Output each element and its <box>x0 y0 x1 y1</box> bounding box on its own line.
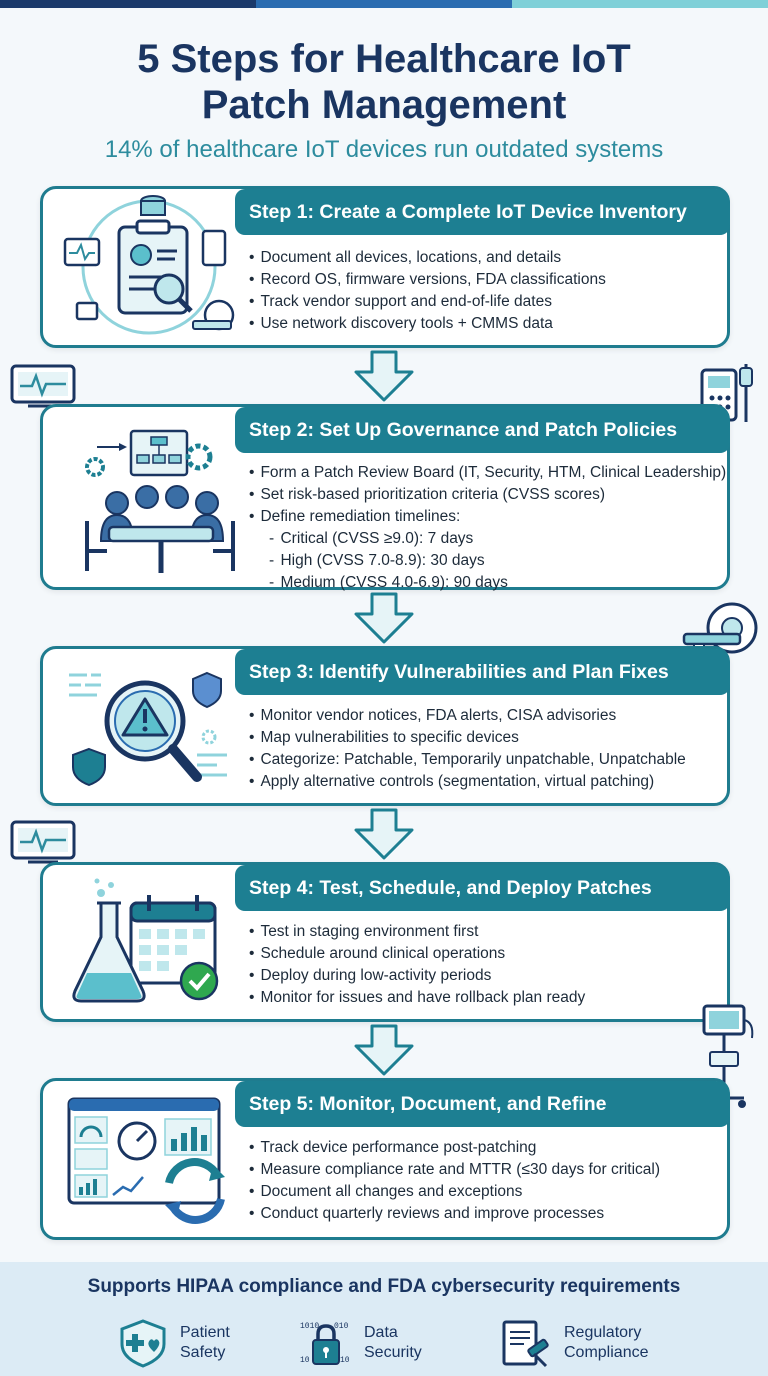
page-title: 5 Steps for Healthcare IoT Patch Managem… <box>0 36 768 128</box>
bullet-item: Record OS, firmware versions, FDA classi… <box>249 269 719 291</box>
bullet-item: Define remediation timelines: <box>249 506 719 528</box>
inventory-illustration-icon <box>63 195 235 335</box>
page-subtitle: 14% of healthcare IoT devices run outdat… <box>104 136 664 163</box>
badge-label-line1: Regulatory <box>564 1324 642 1341</box>
badge-label: Data Security <box>364 1323 464 1363</box>
step-5-title: Step 5: Monitor, Document, and Refine <box>235 1081 730 1127</box>
down-arrow-icon <box>354 350 414 402</box>
down-arrow-icon <box>354 1024 414 1076</box>
step-1-card: Step 1: Create a Complete IoT Device Inv… <box>40 186 730 348</box>
step-3-title: Step 3: Identify Vulnerabilities and Pla… <box>235 649 730 695</box>
badge-label-line2: Safety <box>180 1344 226 1361</box>
step-5-bullets: Track device performance post-patching M… <box>249 1137 719 1225</box>
bullet-item: Monitor for issues and have rollback pla… <box>249 987 719 1009</box>
svg-text:10: 10 <box>340 1356 350 1365</box>
badge-regulatory-compliance: Regulatory Compliance <box>500 1318 664 1368</box>
badge-patient-safety: Patient Safety <box>116 1318 280 1368</box>
bullet-item: Measure compliance rate and MTTR (≤30 da… <box>249 1159 719 1181</box>
svg-text:1010: 1010 <box>300 1322 319 1331</box>
badge-label: Patient Safety <box>180 1323 280 1363</box>
svg-text:010: 010 <box>334 1322 349 1331</box>
badge-label-line2: Compliance <box>564 1344 649 1361</box>
bullet-item: Form a Patch Review Board (IT, Security,… <box>249 462 726 484</box>
badge-label-line1: Data <box>364 1324 398 1341</box>
bullet-item: Document all devices, locations, and det… <box>249 247 719 269</box>
bullet-item: Document all changes and exceptions <box>249 1181 719 1203</box>
title-line-1: 5 Steps for Healthcare IoT <box>137 37 631 81</box>
badge-label-line2: Security <box>364 1344 422 1361</box>
step-1-bullets: Document all devices, locations, and det… <box>249 247 719 335</box>
shield-heart-icon <box>120 1319 166 1368</box>
sub-bullet-item: Critical (CVSS ≥9.0): 7 days <box>249 528 719 550</box>
bullet-item: Track vendor support and end-of-life dat… <box>249 291 719 313</box>
step-1-title: Step 1: Create a Complete IoT Device Inv… <box>235 189 730 235</box>
sub-bullet-item: Medium (CVSS 4.0-6.9): 90 days <box>249 572 719 594</box>
down-arrow-icon <box>354 592 414 644</box>
test-schedule-illustration-icon <box>72 878 219 1003</box>
bullet-item: Schedule around clinical operations <box>249 943 719 965</box>
bullet-item: Track device performance post-patching <box>249 1137 719 1159</box>
bullet-item: Test in staging environment first <box>249 921 719 943</box>
bullet-item: Deploy during low-activity periods <box>249 965 719 987</box>
padlock-binary-icon: 1010 010 10 10 <box>300 1322 350 1365</box>
sub-bullet-item: High (CVSS 7.0-8.9): 30 days <box>249 550 719 572</box>
step-2-bullets: Form a Patch Review Board (IT, Security,… <box>249 462 726 594</box>
bullet-item: Use network discovery tools + CMMS data <box>249 313 719 335</box>
svg-text:10: 10 <box>300 1356 310 1365</box>
down-arrow-icon <box>354 808 414 860</box>
bullet-item: Set risk-based prioritization criteria (… <box>249 484 719 506</box>
badge-label-line1: Patient <box>180 1324 230 1341</box>
governance-meeting-illustration-icon <box>85 429 235 573</box>
badge-data-security: 1010 010 10 10 Data Security <box>298 1318 464 1368</box>
monitor-device-icon <box>10 364 76 408</box>
step-3-card: Step 3: Identify Vulnerabilities and Pla… <box>40 646 730 806</box>
monitor-device-icon <box>10 820 76 864</box>
badge-label: Regulatory Compliance <box>564 1323 664 1363</box>
monitoring-dashboard-illustration-icon <box>67 1097 225 1224</box>
step-4-bullets: Test in staging environment first Schedu… <box>249 921 719 1009</box>
bullet-item: Categorize: Patchable, Temporarily unpat… <box>249 749 719 771</box>
title-line-2: Patch Management <box>201 83 567 127</box>
step-5-card: Step 5: Monitor, Document, and Refine Tr… <box>40 1078 730 1240</box>
step-3-bullets: Monitor vendor notices, FDA alerts, CISA… <box>249 705 719 793</box>
bullet-item: Conduct quarterly reviews and improve pr… <box>249 1203 719 1225</box>
step-2-title: Step 2: Set Up Governance and Patch Poli… <box>235 407 730 453</box>
bullet-item: Monitor vendor notices, FDA alerts, CISA… <box>249 705 719 727</box>
vulnerability-search-illustration-icon <box>69 671 227 787</box>
footer-banner: Supports HIPAA compliance and FDA cybers… <box>0 1262 768 1376</box>
step-2-card: Step 2: Set Up Governance and Patch Poli… <box>40 404 730 591</box>
step-4-title: Step 4: Test, Schedule, and Deploy Patch… <box>235 865 730 911</box>
footer-title: Supports HIPAA compliance and FDA cybers… <box>87 1276 681 1297</box>
bullet-item: Map vulnerabilities to specific devices <box>249 727 719 749</box>
step-4-card: Step 4: Test, Schedule, and Deploy Patch… <box>40 862 730 1022</box>
top-color-bar <box>0 0 768 8</box>
document-gavel-icon <box>502 1320 549 1368</box>
bullet-item: Apply alternative controls (segmentation… <box>249 771 719 793</box>
